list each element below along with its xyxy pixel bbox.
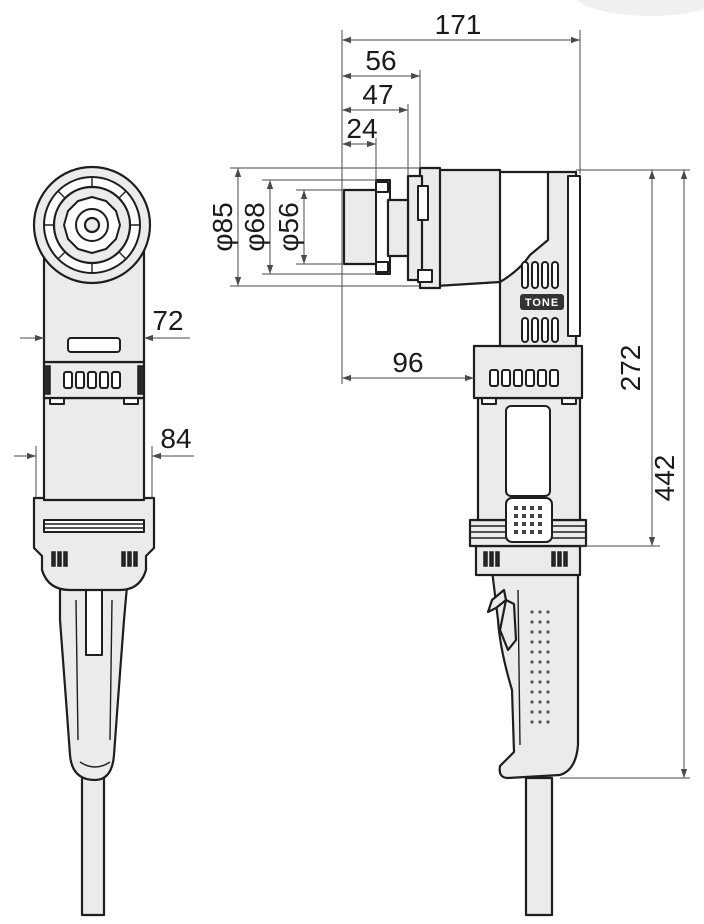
side-socket	[342, 188, 380, 266]
side-grip-panel	[505, 497, 553, 543]
front-cable	[80, 773, 106, 917]
front-lower-housing	[32, 496, 156, 592]
dim-56: 56	[365, 45, 396, 76]
side-trigger	[486, 588, 508, 614]
dim-dia68: φ68	[239, 202, 270, 251]
tone-logo-text: TONE	[525, 297, 559, 309]
dim-84: 84	[160, 423, 191, 454]
dim-442: 442	[649, 455, 680, 502]
corner-shadow	[576, 0, 704, 16]
dim-96: 96	[392, 347, 423, 378]
dim-24: 24	[346, 113, 377, 144]
side-view: TONE	[342, 166, 588, 917]
front-view	[32, 165, 156, 917]
tone-logo	[520, 294, 564, 310]
dim-272: 272	[615, 345, 646, 392]
dimension-lines	[14, 30, 690, 779]
dim-dia56: φ56	[273, 202, 304, 251]
dim-47: 47	[362, 79, 393, 110]
dim-72: 72	[152, 305, 183, 336]
dim-171: 171	[435, 9, 482, 40]
front-motor-body	[42, 396, 146, 502]
side-cable	[524, 776, 554, 917]
side-head	[434, 168, 502, 288]
dim-dia85: φ85	[207, 202, 238, 251]
